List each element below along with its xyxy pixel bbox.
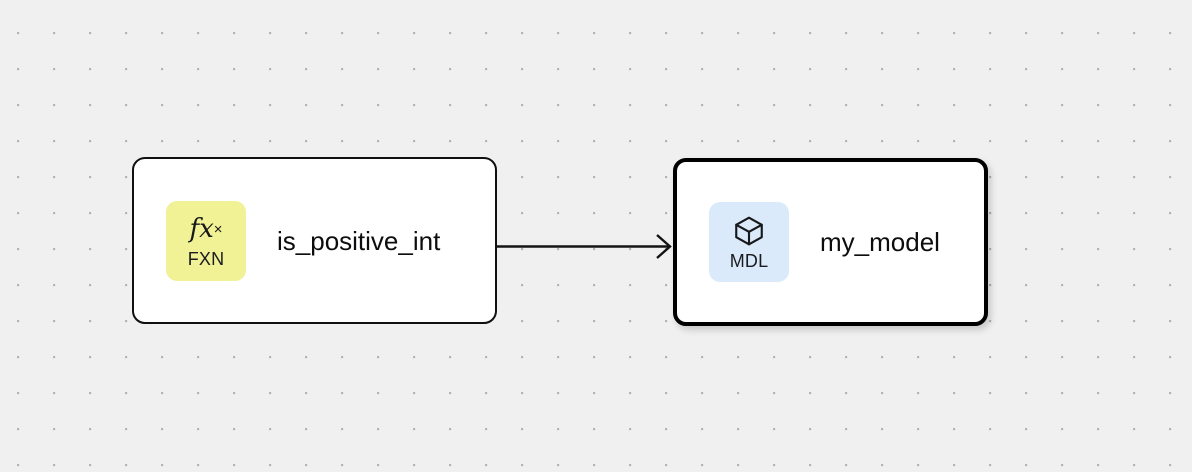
cube-icon [732,215,766,247]
cube-icon-svg [735,216,763,245]
node-type-badge-mdl: MDL [709,202,789,282]
node-title: my_model [820,227,940,257]
function-icon-times: × [213,220,223,238]
node-type-badge-fxn: fx× FXN [166,200,246,281]
node-type-label: MDL [729,250,769,271]
edge-is_positive_int-to-my_model[interactable] [497,234,672,259]
function-icon-f: fx [189,214,214,244]
edge-arrowhead [656,234,672,259]
node-is-positive-int[interactable]: fx× FXN is_positive_int [132,157,497,324]
function-icon: fx× [189,213,222,245]
node-title: is_positive_int [277,225,441,256]
node-my-model[interactable]: MDL my_model [673,158,988,326]
node-type-label: FXN [187,249,225,269]
